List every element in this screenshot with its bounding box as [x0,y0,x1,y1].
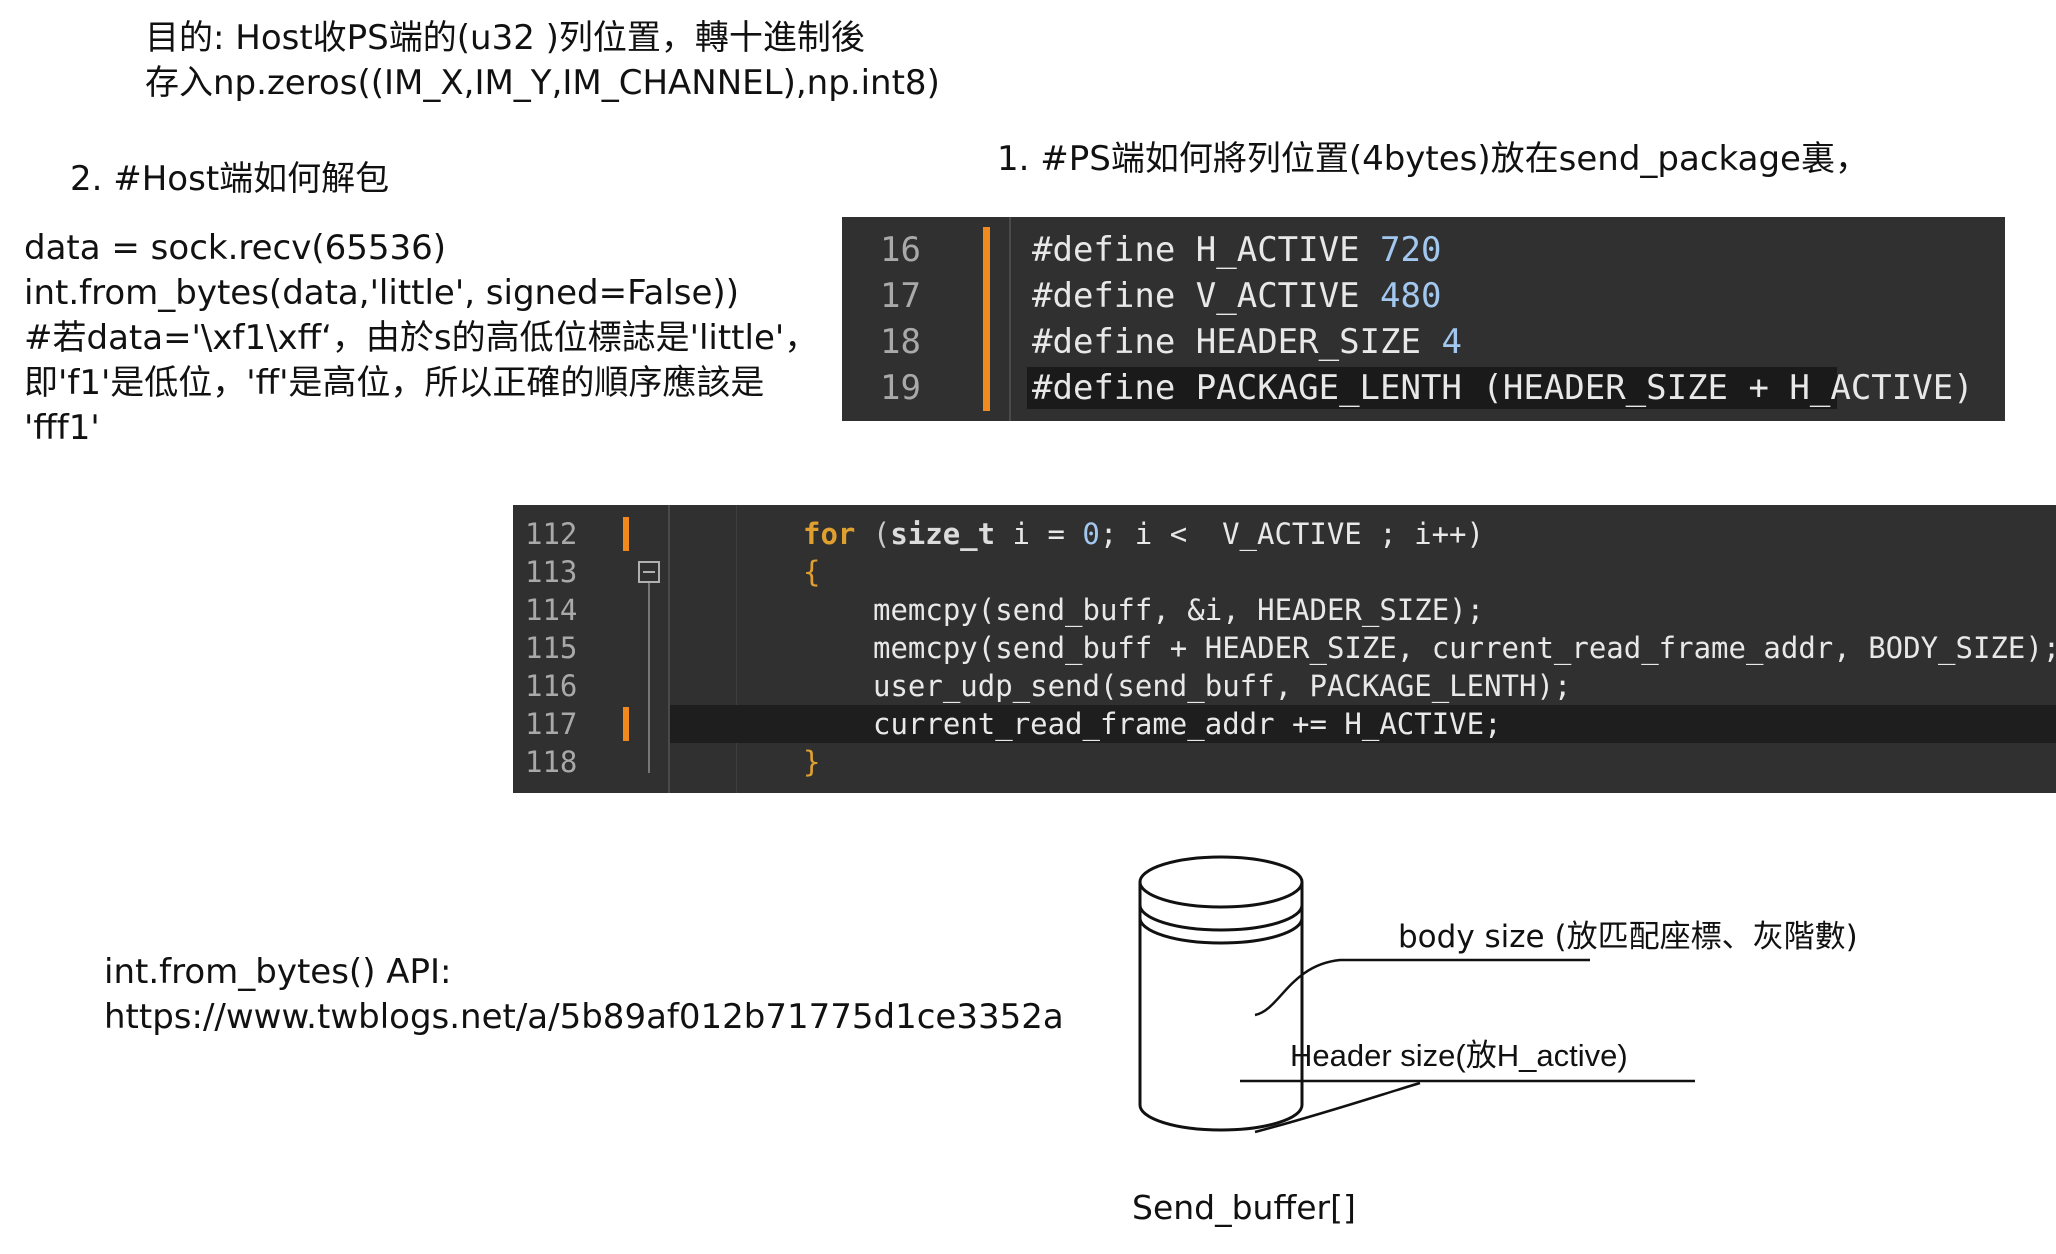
change-marker [983,319,990,365]
line-number: 18 [880,322,921,362]
define-code: #define PACKAGE_LENTH (HEADER_SIZE + H_A… [1032,368,1974,408]
api-label: int.from_bytes() API: [104,952,452,992]
fold-collapse-icon[interactable] [638,561,660,583]
loop-code: current_read_frame_addr += H_ACTIVE; [873,707,1502,741]
line-number: 116 [525,669,578,703]
current-line-highlight [670,705,2056,743]
indent-guide [736,505,737,793]
loop-row: 115 memcpy(send_buff + HEADER_SIZE, curr… [513,629,2056,667]
define-row: 18 #define HEADER_SIZE 4 [842,319,2005,365]
api-url[interactable]: https://www.twblogs.net/a/5b89af012b7177… [104,997,1064,1037]
body-size-label: body size (放匹配座標、灰階數) [1398,919,1858,955]
define-code: #define V_ACTIVE 480 [1032,276,1442,316]
purpose-block: 目的: Host收PS端的(u32 )列位置，轉十進制後 存入np.zeros(… [145,16,940,106]
change-marker [983,365,990,411]
host-line-5: 'fff1' [24,408,100,448]
line-number: 16 [880,230,921,270]
loop-row: 112 for (size_t i = 0; i < V_ACTIVE ; i+… [513,515,2056,553]
body-leader-line [1254,958,1590,1017]
loop-row: 113 { [513,553,2056,591]
loop-row: 117 current_read_frame_addr += H_ACTIVE; [513,705,2056,743]
loop-row: 118 } [513,743,2056,781]
line-number: 17 [880,276,921,316]
loop-code: for (size_t i = 0; i < V_ACTIVE ; i++) [803,517,1484,551]
loop-code: memcpy(send_buff, &i, HEADER_SIZE); [873,593,1485,627]
code-panel-defines: 16 #define H_ACTIVE 720 17 #define V_ACT… [842,217,2005,421]
define-row: 16 #define H_ACTIVE 720 [842,227,2005,273]
define-row: 17 #define V_ACTIVE 480 [842,273,2005,319]
change-marker [983,227,990,273]
header-size-label: Header size(放H_active) [1290,1038,1628,1073]
host-decode-block: data = sock.recv(65536) int.from_bytes(d… [24,226,818,451]
line-number: 112 [525,517,578,551]
section2-title: 2. #Host端如何解包 [70,159,390,199]
line-number: 117 [525,707,578,741]
loop-code: user_udp_send(send_buff, PACKAGE_LENTH); [873,669,1572,703]
clipped-line-top [1012,217,1712,221]
define-row: 19 #define PACKAGE_LENTH (HEADER_SIZE + … [842,365,2005,411]
define-code: #define H_ACTIVE 720 [1032,230,1442,270]
code-panel-loop: 112 for (size_t i = 0; i < V_ACTIVE ; i+… [513,505,2056,793]
purpose-line-1: 目的: Host收PS端的(u32 )列位置，轉十進制後 [145,18,865,58]
gutter-divider [668,505,670,793]
loop-code: } [803,745,821,779]
host-line-4: 即'f1'是低位，'ff'是高位，所以正確的順序應該是 [24,363,765,403]
line-number: 113 [525,555,578,589]
loop-row: 114 memcpy(send_buff, &i, HEADER_SIZE); [513,591,2056,629]
change-marker [623,707,629,741]
api-note: int.from_bytes() API: https://www.twblog… [104,950,1064,1040]
selection-highlight [1027,367,1837,409]
host-line-1: data = sock.recv(65536) [24,228,447,268]
line-number: 19 [880,368,921,408]
define-code: #define HEADER_SIZE 4 [1032,322,1462,362]
loop-code: memcpy(send_buff + HEADER_SIZE, current_… [873,631,2056,665]
line-number: 118 [525,745,578,779]
host-line-2: int.from_bytes(data,'little', signed=Fal… [24,273,739,313]
change-marker [623,517,629,551]
loop-code: { [803,555,821,589]
loop-row: 116 user_udp_send(send_buff, PACKAGE_LEN… [513,667,2056,705]
fold-guide [648,583,650,773]
change-marker [983,273,990,319]
host-line-3: #若data='\xf1\xff‘，由於s的高低位標誌是'little'， [24,318,819,358]
section1-title: 1. #PS端如何將列位置(4bytes)放在send_package裏， [997,139,1869,179]
cylinder-icon [1138,855,1304,1132]
header-leader-line [1254,1081,1421,1134]
purpose-line-2: 存入np.zeros((IM_X,IM_Y,IM_CHANNEL),np.int… [145,63,940,103]
line-number: 114 [525,593,578,627]
line-number: 115 [525,631,578,665]
buffer-caption: Send_buffer[] [1132,1188,1356,1227]
buffer-diagram [1138,855,1695,1134]
gutter-divider [1009,217,1011,421]
